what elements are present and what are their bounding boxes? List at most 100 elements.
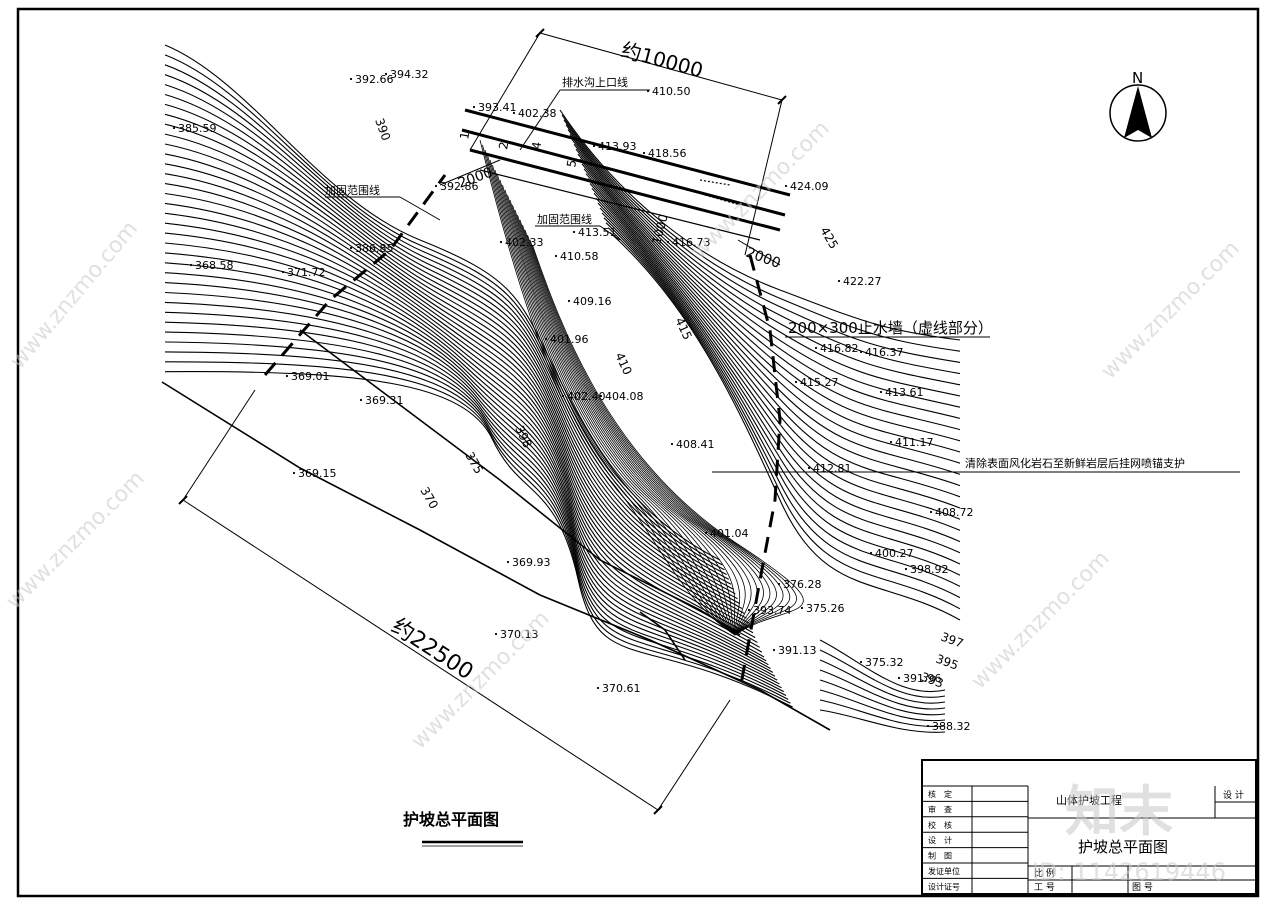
contour-line bbox=[164, 351, 789, 700]
elevation-label: 402.38 bbox=[518, 107, 557, 120]
contour-line bbox=[497, 174, 736, 636]
elevation-point bbox=[512, 111, 516, 115]
contour-line bbox=[599, 207, 961, 565]
elevation-point bbox=[859, 350, 863, 354]
elevation-label: 370.13 bbox=[500, 628, 539, 641]
contour-line bbox=[575, 148, 961, 431]
north-label: N bbox=[1132, 69, 1143, 87]
watermark-brand: 知末 bbox=[1065, 780, 1173, 843]
elevation-point bbox=[747, 608, 751, 612]
contour-line bbox=[819, 649, 946, 698]
contour-line bbox=[479, 139, 736, 636]
contour-line bbox=[484, 149, 736, 636]
contour-line bbox=[164, 103, 734, 590]
drainage-ditch bbox=[461, 108, 791, 241]
contour-line bbox=[587, 178, 961, 498]
elevation-label: 402.33 bbox=[505, 236, 544, 249]
watermark-url-2: www.znzmo.com bbox=[2, 466, 150, 614]
title-block bbox=[921, 759, 1257, 895]
title-block-right-label: 设 计 bbox=[1223, 789, 1244, 801]
elevation-point bbox=[794, 380, 798, 384]
contour-value-label: 397 bbox=[939, 630, 965, 651]
contour-line bbox=[517, 214, 764, 636]
contour-line bbox=[529, 239, 797, 636]
elevation-label: 404.08 bbox=[605, 390, 644, 403]
road-edges bbox=[161, 329, 831, 731]
elevation-label: 400.27 bbox=[875, 547, 914, 560]
elevation-point bbox=[554, 254, 558, 258]
contour-line bbox=[164, 331, 785, 693]
contour-line bbox=[164, 242, 765, 658]
elevation-point bbox=[837, 279, 841, 283]
contour-line bbox=[522, 224, 777, 636]
contour-line bbox=[519, 219, 771, 636]
elevation-point bbox=[814, 346, 818, 350]
contour-line bbox=[819, 639, 946, 693]
contour-value-label: 370 bbox=[417, 485, 441, 512]
contour-line bbox=[507, 194, 741, 636]
elevation-point bbox=[349, 77, 353, 81]
contour-line bbox=[524, 229, 784, 636]
leader-lines bbox=[325, 89, 1240, 473]
elevation-point bbox=[897, 676, 901, 680]
elevation-point bbox=[567, 299, 571, 303]
elevation-label: 369.31 bbox=[365, 394, 404, 407]
contour-line bbox=[527, 234, 791, 636]
elevation-label: 422.27 bbox=[843, 275, 882, 288]
elevation-point bbox=[670, 442, 674, 446]
elevation-label: 376.28 bbox=[783, 578, 822, 591]
contour-line bbox=[164, 232, 763, 653]
elevation-point bbox=[506, 560, 510, 564]
contour-line bbox=[561, 114, 961, 352]
elevation-label: 375.32 bbox=[865, 656, 904, 669]
callout-support-note: 清除表面风化岩石至新鲜岩层后挂网喷锚支护 bbox=[965, 456, 1185, 470]
dimension-bottom: 约22500 bbox=[387, 614, 478, 685]
contour-line bbox=[164, 163, 747, 619]
contour-line bbox=[164, 84, 730, 580]
elevation-point bbox=[189, 263, 193, 267]
contour-line bbox=[164, 192, 754, 634]
contour-line bbox=[559, 109, 961, 341]
dimension-top: 约10000 bbox=[619, 38, 706, 83]
callout-texts: 排水沟上口线 加固范围线 加固范围线 200×300止水墙（虚线部分） 清除表面… bbox=[325, 75, 1185, 470]
contour-line bbox=[489, 159, 736, 636]
elevation-point bbox=[561, 394, 565, 398]
callout-reinforce-1: 加固范围线 bbox=[325, 183, 380, 197]
contour-line bbox=[164, 44, 721, 561]
contour-line bbox=[571, 139, 961, 408]
contour-line bbox=[601, 212, 961, 576]
contour-line bbox=[819, 679, 946, 716]
contour-value-label: 5 bbox=[564, 159, 579, 169]
callout-cutoff-wall: 200×300止水墙（虚线部分） bbox=[788, 319, 993, 337]
contour-line bbox=[589, 183, 961, 509]
title-block-row-label: 设 计 bbox=[928, 835, 952, 845]
reinforcement-boundary bbox=[263, 174, 782, 691]
contour-line bbox=[164, 153, 745, 614]
contour-line bbox=[591, 188, 961, 520]
elevation-point bbox=[281, 270, 285, 274]
elevation-point bbox=[666, 240, 670, 244]
contour-value-label: 425 bbox=[817, 225, 841, 252]
contour-line bbox=[609, 232, 961, 621]
contour-value-label: 2 bbox=[496, 141, 511, 151]
contour-line bbox=[164, 74, 727, 576]
contour-line bbox=[164, 173, 749, 624]
contour-value-label: 1 bbox=[457, 131, 472, 141]
contour-line bbox=[492, 164, 736, 636]
elevation-label: 368.58 bbox=[195, 259, 234, 272]
contour-line bbox=[494, 169, 736, 636]
contour-line bbox=[164, 212, 758, 643]
contour-line bbox=[164, 64, 725, 571]
elevation-label: 413.51 bbox=[578, 226, 617, 239]
contour-line bbox=[164, 291, 776, 677]
contour-line bbox=[607, 227, 961, 610]
elevation-label: 375.26 bbox=[806, 602, 845, 615]
dimension-lines bbox=[178, 28, 787, 815]
contour-line bbox=[164, 371, 793, 708]
elevation-label: 369.93 bbox=[512, 556, 551, 569]
elevation-label: 409.16 bbox=[573, 295, 612, 308]
elevation-point bbox=[889, 440, 893, 444]
title-block-job-no: 工 号 bbox=[1034, 882, 1055, 893]
contour-line bbox=[164, 113, 736, 595]
